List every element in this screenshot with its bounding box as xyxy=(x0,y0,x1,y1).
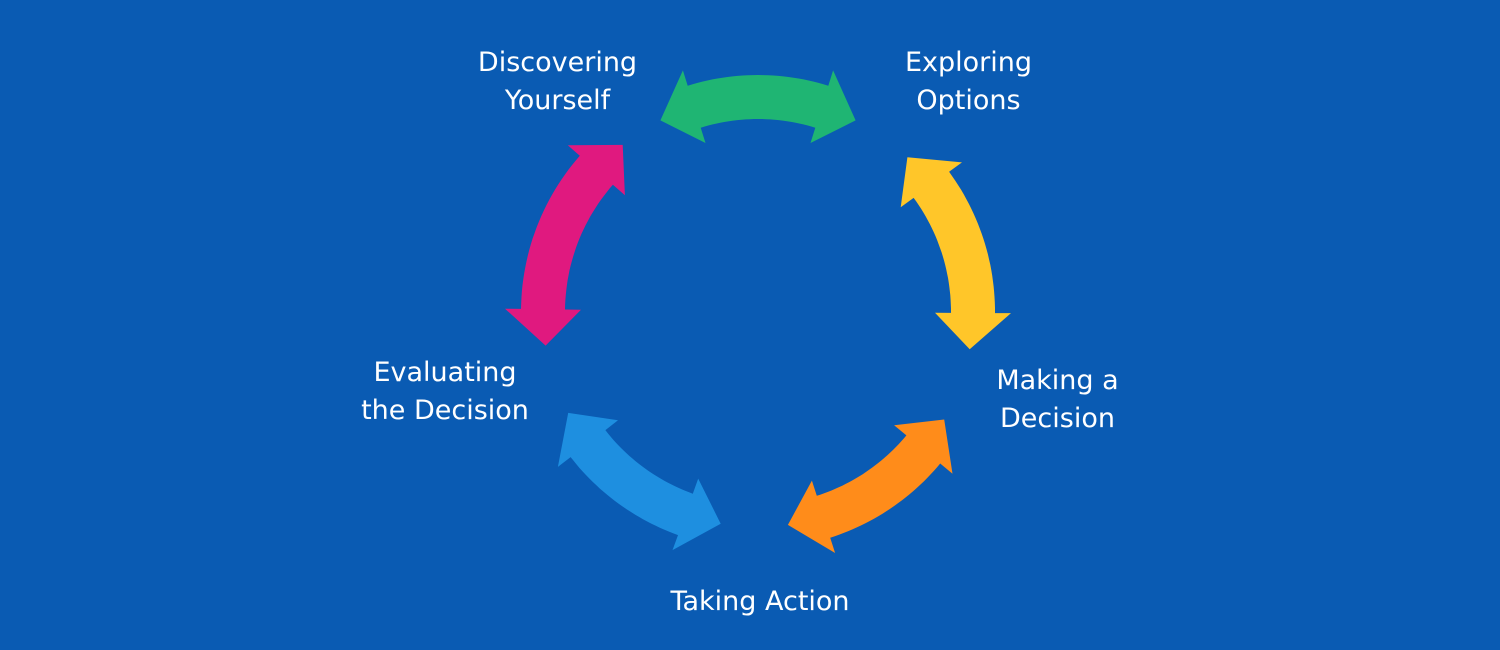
stage-discovering-yourself: Discovering Yourself xyxy=(455,44,660,120)
arrow-action-evaluate xyxy=(557,412,721,551)
stage-taking-action: Taking Action xyxy=(640,583,880,621)
stage-label-line: Evaluating xyxy=(373,357,517,388)
stage-exploring-options: Exploring Options xyxy=(876,44,1061,120)
stage-label-line: Options xyxy=(916,85,1021,116)
stage-making-a-decision: Making a Decision xyxy=(970,362,1145,438)
arrow-evaluate-discover xyxy=(505,144,625,346)
stage-evaluating-the-decision: Evaluating the Decision xyxy=(340,354,550,430)
arrow-discover-explore xyxy=(660,70,856,143)
arrow-decide-action xyxy=(787,419,953,553)
stage-label-line: Exploring xyxy=(904,47,1033,78)
stage-label-line: Decision xyxy=(1000,403,1115,434)
arrow-explore-decide xyxy=(900,157,1011,350)
stage-label-line: the Decision xyxy=(361,395,529,426)
stage-label-line: Discovering xyxy=(477,47,638,78)
stage-label-line: Taking Action xyxy=(670,586,850,617)
stage-label-line: Making a xyxy=(996,365,1119,396)
stage-label-line: Yourself xyxy=(504,85,611,116)
